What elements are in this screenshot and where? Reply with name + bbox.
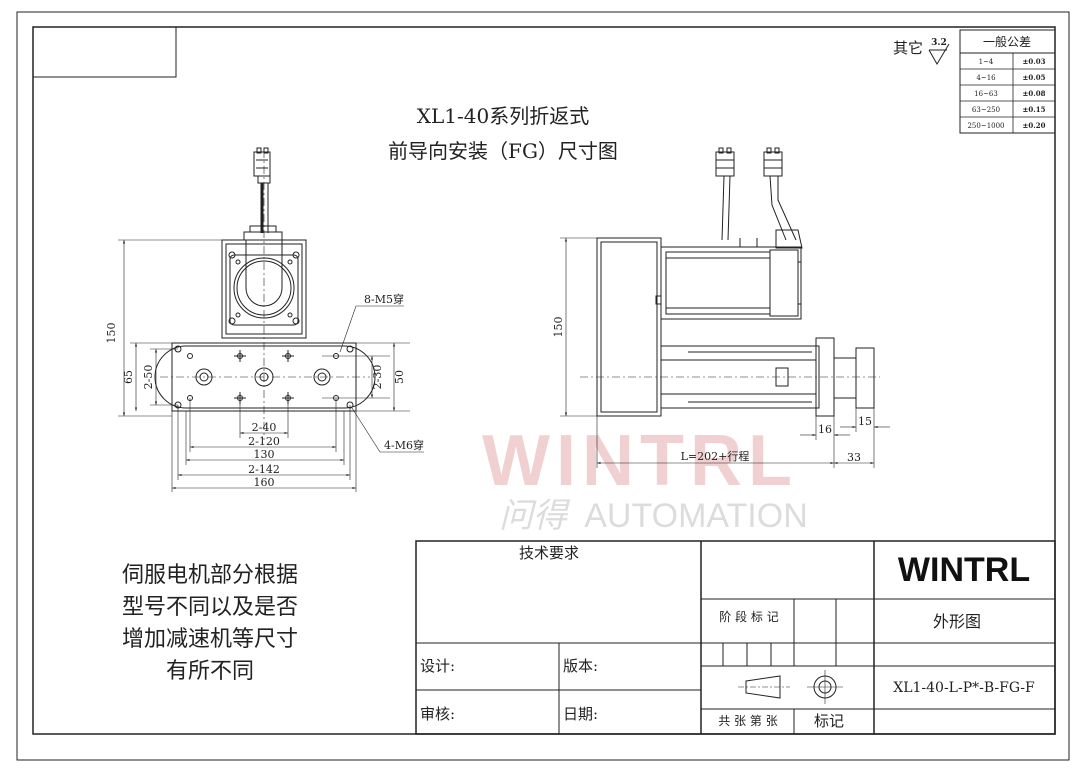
dim-2-120: 2-120 (248, 435, 280, 448)
tolerance-header: 一般公差 (983, 34, 1031, 49)
tol-range: 4~16 (976, 74, 996, 82)
side-actuator (660, 337, 875, 417)
side-housing (596, 237, 662, 417)
dim-150-front: 150 (105, 323, 118, 344)
roughness-label: 其它 (893, 39, 923, 57)
drawing-title-line1: XL1-40系列折返式 (417, 104, 589, 128)
dim-50: 50 (393, 370, 406, 384)
title-block-labels: 技术要求 设计: 审核: 版本: 日期: 阶 段 标 记 共 张 第 张 标记 … (420, 544, 1035, 730)
front-view (118, 147, 424, 492)
watermark-brand: WINTRL (482, 421, 798, 501)
side-dimension-labels: 150 16 15 L=202+行程 33 (552, 317, 872, 465)
watermark: WINTRL 问得 AUTOMATION (482, 421, 808, 535)
note-line: 有所不同 (166, 659, 254, 684)
dim-2-30: 2-30 (371, 365, 384, 390)
side-cables (715, 147, 803, 249)
dim-15: 15 (858, 415, 872, 428)
tol-range: 16~63 (974, 90, 998, 98)
dim-length: L=202+行程 (681, 450, 750, 463)
outer-border (16, 11, 1070, 761)
sheet-label: 共 张 第 张 (718, 714, 777, 728)
dim-130: 130 (254, 448, 275, 461)
title-block (415, 540, 1056, 735)
tol-value: ±0.20 (1023, 121, 1046, 130)
watermark-chinese: 问得 (499, 497, 571, 535)
projection-symbol (738, 670, 843, 704)
part-number: XL1-40-L-P*-B-FG-F (893, 680, 1035, 696)
tolerance-table (959, 29, 1056, 134)
roughness-value: 3.2 (931, 38, 947, 48)
company-name: WINTRL (898, 551, 1030, 589)
dim-160: 160 (254, 476, 275, 489)
roughness-symbol (928, 43, 950, 65)
tech-requirements-label: 技术要求 (519, 544, 579, 562)
note-block: 伺服电机部分根据 型号不同以及是否 增加减速机等尺寸 有所不同 (122, 563, 298, 684)
dim-150-side: 150 (552, 317, 565, 338)
note-line: 伺服电机部分根据 (122, 563, 298, 588)
corner-box (32, 26, 177, 78)
tol-range: 1~4 (979, 58, 994, 66)
side-view (560, 147, 890, 468)
note-line: 增加减速机等尺寸 (122, 627, 298, 652)
watermark-sub: AUTOMATION (584, 497, 808, 535)
drawing-title-line2: 前导向安装（FG）尺寸图 (388, 139, 618, 163)
side-motor (655, 238, 802, 320)
dim-16: 16 (818, 423, 832, 436)
front-dimension-labels: 150 65 2-50 2-30 50 2-40 2-120 130 2-142… (105, 292, 424, 489)
dim-2-142: 2-142 (248, 463, 280, 476)
dim-2-50: 2-50 (142, 365, 155, 390)
review-label: 审核: (420, 705, 455, 723)
dim-65: 65 (122, 370, 135, 384)
stage-mark-label: 阶 段 标 记 (719, 609, 778, 624)
design-label: 设计: (420, 657, 455, 675)
tol-value: ±0.03 (1023, 57, 1046, 66)
drawing-type: 外形图 (933, 612, 981, 631)
note-line: 型号不同以及是否 (122, 595, 298, 620)
tol-value: ±0.05 (1023, 73, 1046, 82)
tol-value: ±0.08 (1023, 89, 1046, 98)
callout-4-m6: 4-M6穿 (384, 438, 424, 452)
front-cable (253, 147, 271, 233)
callout-8-m5: 8-M5穿 (364, 292, 404, 306)
tolerance-block: 其它 3.2 一般公差 1~4 ±0.03 4~16 ±0.05 16~63 ±… (893, 29, 1056, 134)
mark-label: 标记 (814, 712, 844, 730)
tol-value: ±0.15 (1023, 105, 1046, 114)
date-label: 日期: (563, 705, 598, 723)
version-label: 版本: (563, 657, 598, 675)
dim-33: 33 (847, 451, 861, 464)
tol-range: 250~1000 (967, 122, 1004, 130)
dim-2-40: 2-40 (252, 421, 277, 434)
tol-range: 63~250 (972, 106, 1000, 114)
